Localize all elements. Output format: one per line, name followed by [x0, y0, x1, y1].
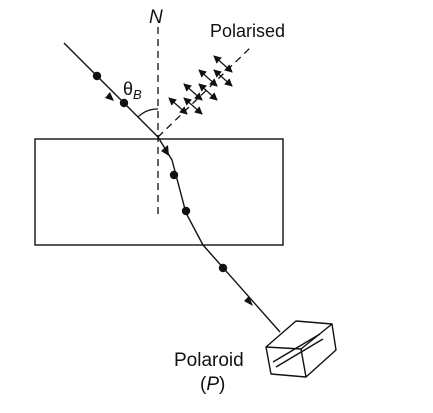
incident-ray	[63, 42, 159, 138]
incident-dot	[92, 71, 102, 81]
emergent-arrow-icon	[244, 296, 253, 306]
double-arrow-icon	[183, 83, 203, 101]
double-arrow-icon	[198, 83, 218, 101]
normal-label: N	[149, 7, 163, 28]
reflected-ray	[157, 47, 251, 138]
emergent-ray	[202, 244, 281, 333]
refracted-dot	[181, 206, 191, 216]
polaroid-label: Polaroid	[174, 350, 244, 371]
brewster-angle-label: θB	[123, 79, 142, 102]
incident-arrow-icon	[105, 92, 114, 101]
polaroid-symbol-label: (P)	[200, 374, 225, 395]
double-arrow-icon	[183, 97, 203, 115]
double-arrow-icon	[213, 55, 233, 73]
double-arrow-icon	[168, 97, 188, 115]
incident-dot	[119, 98, 129, 108]
polaroid-icon	[265, 320, 337, 378]
double-arrow-icon	[213, 69, 233, 87]
emergent-dot	[218, 263, 228, 273]
refracted-dot	[169, 170, 179, 180]
polarised-label: Polarised	[210, 21, 285, 41]
brewster-angle-arc	[137, 108, 159, 118]
refracted-arrow-icon	[161, 145, 169, 156]
polarisation-arrows	[168, 55, 233, 115]
glass-slab	[34, 138, 284, 246]
double-arrow-icon	[198, 69, 218, 87]
